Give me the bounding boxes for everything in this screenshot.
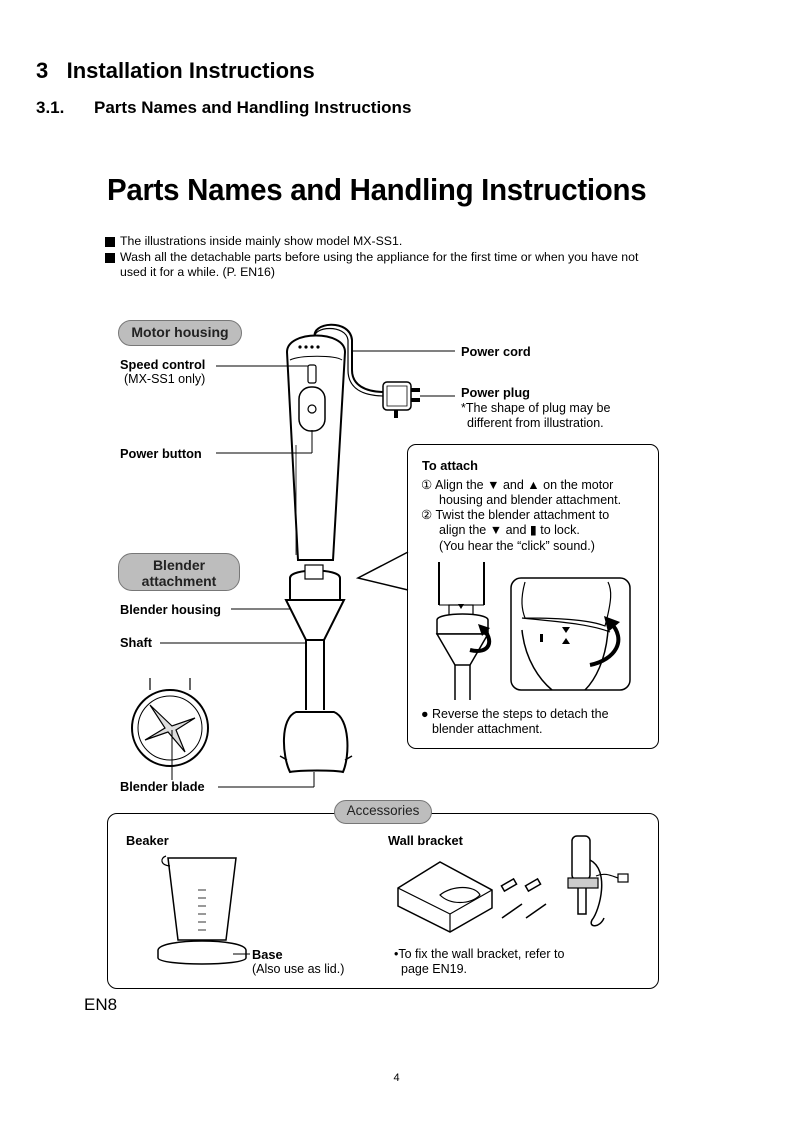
blender-blade-icon	[131, 678, 209, 767]
intro-bullet: Wash all the detachable parts before usi…	[104, 250, 664, 281]
blender-housing-label: Blender housing	[120, 602, 221, 617]
beaker-label: Beaker	[126, 833, 169, 848]
power-button-label: Power button	[120, 446, 202, 461]
blender-attachment-drawing	[279, 564, 353, 774]
power-plug-note: *The shape of plug may be	[461, 401, 611, 415]
blender-blade-label: Blender blade	[120, 779, 205, 794]
accessories-label: Accessories	[334, 800, 432, 824]
page-number: 4	[393, 1072, 400, 1084]
power-plug-icon	[382, 381, 420, 418]
attach-step-1: ① Align the ▼ and ▲ on the motor	[421, 478, 614, 492]
to-attach-box	[407, 444, 659, 749]
section-title: Installation Instructions	[66, 58, 315, 83]
power-plug-note-2: different from illustration.	[467, 416, 604, 430]
wall-bracket-label: Wall bracket	[388, 833, 463, 848]
attach-step-2-cont: align the ▼ and ▮ to lock.	[439, 523, 580, 537]
accessories-box	[107, 813, 659, 989]
leader-lines	[160, 350, 455, 788]
attach-step-2-note: (You hear the “click” sound.)	[439, 539, 595, 553]
base-note: (Also use as lid.)	[252, 962, 345, 976]
power-cord-label: Power cord	[461, 344, 531, 359]
detach-note-cont: blender attachment.	[432, 722, 543, 736]
wall-bracket-note-cont: page EN19.	[401, 962, 468, 976]
attach-step-2: ② Twist the blender attachment to	[421, 508, 610, 522]
shaft-label: Shaft	[120, 635, 152, 650]
power-cord-line	[313, 323, 386, 393]
speed-control-note: (MX-SS1 only)	[124, 372, 206, 386]
speed-control-icon	[307, 364, 317, 384]
intro-bullet: The illustrations inside mainly show mod…	[104, 234, 664, 250]
to-attach-title: To attach	[422, 458, 478, 473]
attach-steps-illustration	[435, 562, 631, 700]
attach-step-1-cont: housing and blender attachment.	[439, 493, 622, 507]
main-title: Parts Names and Handling Instructions	[107, 172, 647, 207]
subsection-title: Parts Names and Handling Instructions	[94, 98, 412, 117]
speed-control-label: Speed control	[120, 357, 206, 372]
detach-note: ● Reverse the steps to detach the	[421, 707, 609, 721]
square-bullet-icon	[105, 252, 115, 263]
power-plug-label: Power plug	[461, 385, 530, 400]
section-heading: 3 Installation Instructions	[36, 58, 315, 84]
wall-bracket-note: •To fix the wall bracket, refer to	[394, 947, 565, 961]
mounted-blender-icon	[567, 835, 629, 927]
wall-bracket-icon	[397, 861, 493, 933]
subsection-number: 3.1.	[36, 98, 65, 117]
blender-attachment-label: Blender attachment	[118, 553, 240, 591]
intro-bullets: The illustrations inside mainly show mod…	[104, 234, 664, 281]
screws-icon	[500, 877, 547, 919]
motor-housing-label: Motor housing	[118, 320, 242, 346]
base-label: Base	[252, 947, 283, 962]
page-code: EN8	[84, 995, 118, 1014]
square-bullet-icon	[105, 237, 115, 247]
beaker-icon	[157, 855, 250, 965]
subsection-heading: 3.1. Parts Names and Handling Instruction…	[36, 98, 411, 118]
motor-housing-drawing	[285, 334, 347, 561]
section-number: 3	[36, 58, 49, 83]
callout-pointer	[355, 551, 409, 591]
